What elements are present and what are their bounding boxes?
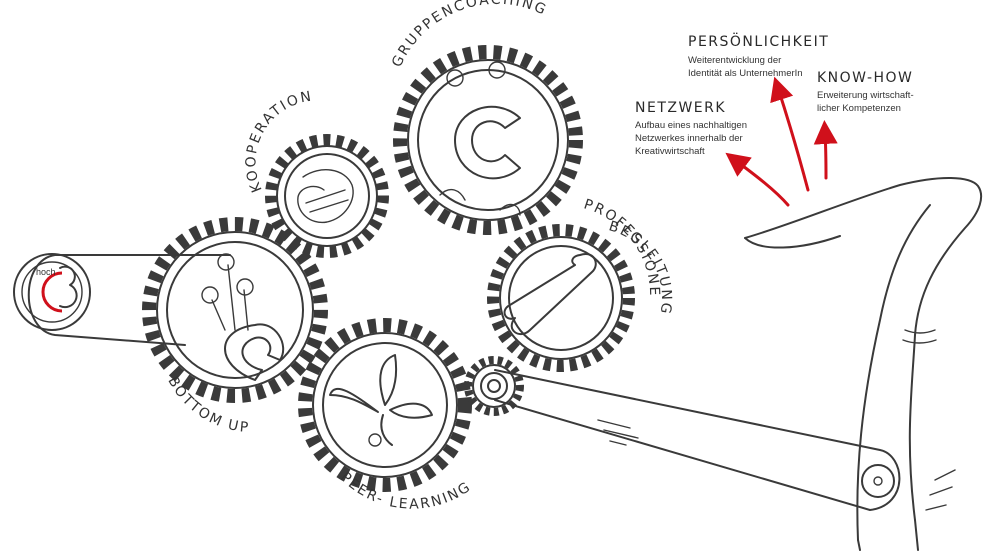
outcome-desc-line: Kreativwirtschaft — [635, 146, 705, 157]
gear-kooperation — [265, 134, 389, 258]
outcome-desc-line: Netzwerkes innerhalb der — [635, 133, 743, 144]
outcome-desc-line: Weiterentwicklung der — [688, 55, 781, 66]
outcome-title: KNOW-HOW — [817, 70, 913, 86]
gear-small-drive — [464, 356, 524, 416]
logo-text: hoch — [36, 267, 56, 277]
funnel-machine — [744, 177, 983, 551]
outcome-desc-line: Aufbau eines nachhaltigen — [635, 120, 747, 131]
gear-peer-learning — [298, 318, 472, 492]
rod-right — [494, 369, 901, 511]
outcome-desc-line: Identität als UnternehmerIn — [688, 68, 803, 79]
outcome-title: PERSÖNLICHKEIT — [688, 32, 829, 50]
arrow-netzwerk — [725, 152, 790, 207]
arrow-persoenlichkeit — [770, 76, 810, 192]
motion-marks — [597, 419, 956, 511]
outcome-netzwerk: NETZWERK Aufbau eines nachhaltigen Netzw… — [635, 100, 747, 157]
gear-gruppencoaching — [393, 45, 583, 235]
arrow-know-how — [813, 120, 838, 180]
outcome-desc-line: Erweiterung wirtschaft- — [817, 90, 914, 101]
rod-left — [27, 254, 231, 346]
outcome-desc-line: licher Kompetenzen — [817, 103, 901, 114]
hoch3-logo: hoch — [13, 253, 91, 331]
outcome-know-how: KNOW-HOW Erweiterung wirtschaft- licher … — [817, 70, 914, 114]
outcome-persoenlichkeit: PERSÖNLICHKEIT Weiterentwicklung der Ide… — [688, 32, 829, 79]
outcome-arrows — [725, 76, 838, 207]
gear-professionelle-begleitung — [487, 224, 635, 372]
gear-bottom-up — [142, 217, 328, 403]
outcome-title: NETZWERK — [635, 100, 726, 116]
